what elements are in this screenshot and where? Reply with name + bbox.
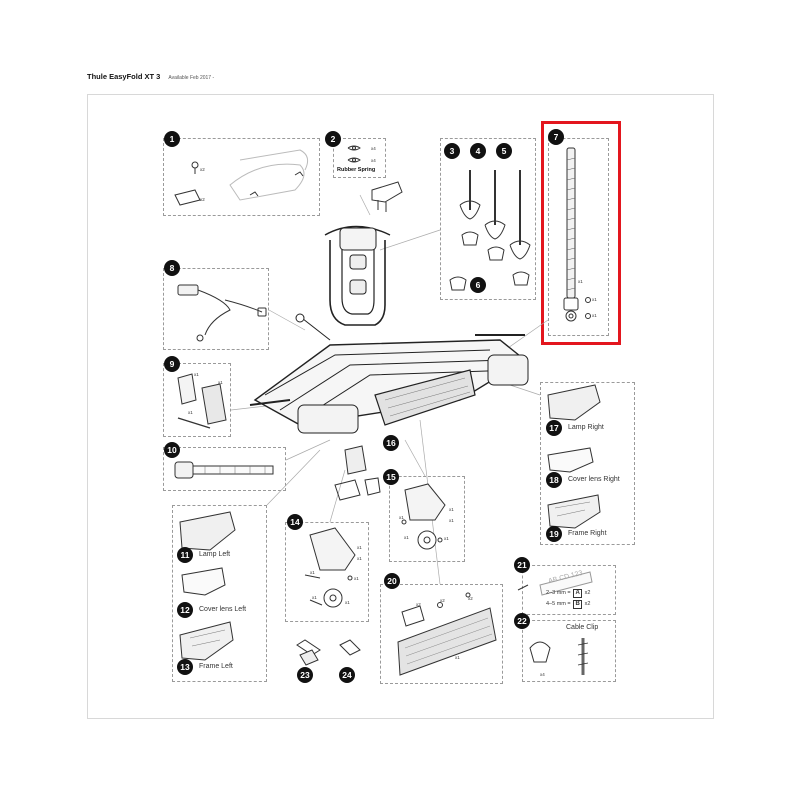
size-a-row: 2–3 mm = A x2 [546,589,590,598]
diagram-frame [87,94,714,719]
qty-22: x4 [540,672,545,677]
part-9-box [163,363,231,437]
size-b-row: 4–5 mm = B x2 [546,600,590,609]
badge-part-13: 13 [177,659,193,675]
size-b-range: 4–5 mm = [546,601,571,607]
badge-part-11: 11 [177,547,193,563]
qty-20d: x1 [455,655,460,660]
qty-9a: x1 [194,372,199,377]
qty-15e: x1 [444,536,449,541]
cable-clip-label: Cable Clip [566,624,599,631]
badge-part-8: 8 [164,260,180,276]
qty-1a: x2 [200,167,205,172]
qty-15c: x1 [399,515,404,520]
part-2-box [333,138,386,178]
qty-1b: x2 [200,197,205,202]
badge-part-21: 21 [514,557,530,573]
qty-20a: x2 [416,602,421,607]
qty-2b: x4 [371,158,376,163]
cover-lens-left-label: Cover lens Left [199,606,247,613]
qty-15a: x1 [449,507,454,512]
qty-20c: x2 [468,596,473,601]
qty-2a: x4 [371,146,376,151]
highlight-part-7 [541,121,621,345]
badge-part-3: 3 [444,143,460,159]
frame-left-label: Frame Left [199,663,233,670]
qty-9c: x1 [188,410,193,415]
lamp-left-label: Lamp Left [199,551,231,558]
qty-7-bolt: x1 [592,297,597,302]
page-subtitle: Available Feb 2017 - [168,75,215,81]
qty-14e: x1 [312,595,317,600]
badge-part-23: 23 [297,667,313,683]
qty-14a: x1 [357,545,362,550]
size-a-letter: A [573,589,583,598]
badge-part-24: 24 [339,667,355,683]
badge-part-2: 2 [325,131,341,147]
rubber-spring-label: Rubber Spring [337,167,376,173]
qty-15b: x1 [449,518,454,523]
badge-part-1: 1 [164,131,180,147]
badge-part-20: 20 [384,573,400,589]
qty-14f: x1 [345,600,350,605]
badge-part-17: 17 [546,420,562,436]
qty-15d: x1 [404,535,409,540]
badge-part-7: 7 [548,129,564,145]
part-1-box [163,138,320,216]
lamp-right-label: Lamp Right [568,424,604,431]
part-17-19-box [540,382,635,545]
qty-7-nut: x1 [592,313,597,318]
part-22-box [522,620,616,682]
header: Thule EasyFold XT 3 Available Feb 2017 - [87,72,214,81]
badge-part-9: 9 [164,356,180,372]
qty-14c: x1 [310,570,315,575]
badge-part-15: 15 [383,469,399,485]
size-b-qty: x2 [584,601,591,607]
badge-part-4: 4 [470,143,486,159]
badge-part-6: 6 [470,277,486,293]
badge-part-18: 18 [546,472,562,488]
badge-part-19: 19 [546,526,562,542]
qty-14b: x1 [357,556,362,561]
qty-20b: x2 [440,598,445,603]
part-3-6-box [440,138,536,300]
part-20-box [380,584,503,684]
badge-part-12: 12 [177,602,193,618]
qty-7-rod: x1 [578,279,583,284]
page-title: Thule EasyFold XT 3 [87,72,161,81]
badge-part-10: 10 [164,442,180,458]
qty-9b: x1 [218,380,223,385]
frame-right-label: Frame Right [568,530,607,537]
part-10-box [163,447,286,491]
size-a-qty: x2 [584,590,591,596]
badge-part-16: 16 [383,435,399,451]
part-11-13-box [172,505,267,682]
part-14-box [285,522,369,622]
badge-part-14: 14 [287,514,303,530]
size-a-range: 2–3 mm = [546,590,571,596]
badge-part-22: 22 [514,613,530,629]
part-8-box [163,268,269,350]
qty-14d: x1 [354,576,359,581]
size-b-letter: B [573,600,583,609]
badge-part-5: 5 [496,143,512,159]
cover-lens-right-label: Cover lens Right [568,476,620,483]
part-7-box [548,138,609,336]
